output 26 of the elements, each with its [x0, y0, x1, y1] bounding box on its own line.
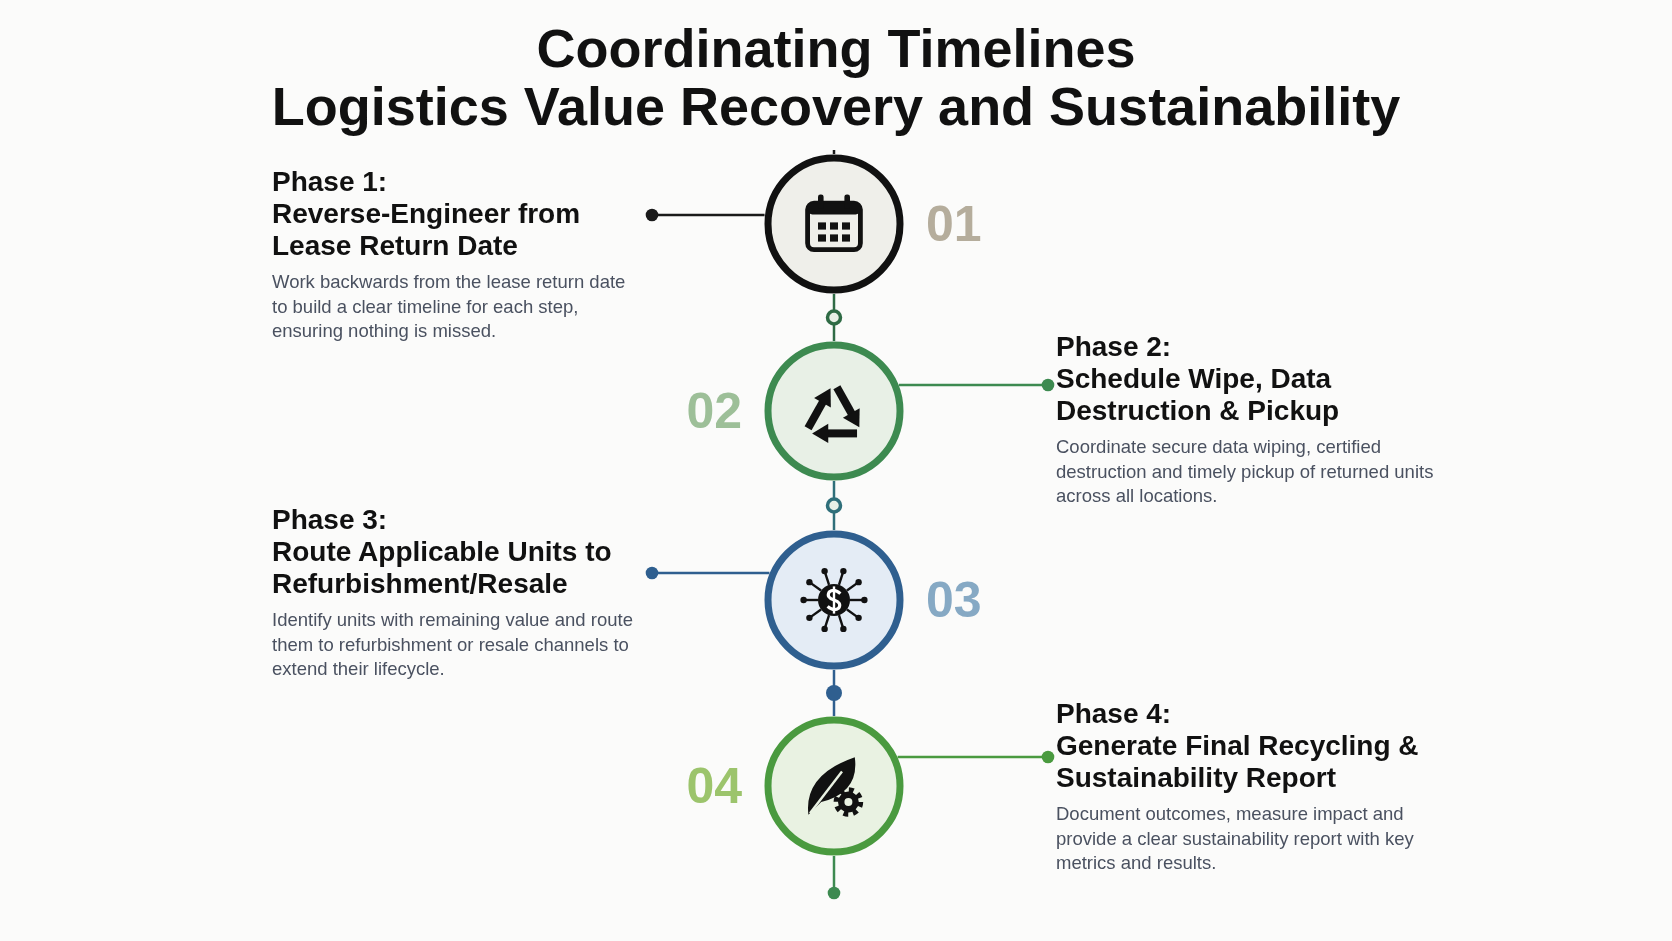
timeline-line: [832, 670, 836, 716]
subtitle: Logistics Value Recovery and Sustainability: [271, 78, 1401, 134]
step-number: 03: [926, 572, 982, 628]
timeline-line: [832, 294, 836, 341]
timeline-line: [827, 856, 841, 900]
leader-line: [897, 750, 1055, 764]
phase-label: Phase 1:: [272, 166, 389, 198]
phase-label: Phase 2:: [1056, 331, 1173, 363]
phase-title: Schedule Wipe, Data Destruction & Pickup: [1056, 363, 1341, 427]
phase-description: Document outcomes, measure impact and provide a clear sustainability report with key metrics and results.: [1056, 802, 1415, 875]
phase-title: Generate Final Recycling & Sustainability Report: [1056, 730, 1420, 794]
phase-label: Phase 3:: [272, 504, 389, 536]
phase-description: Coordinate secure data wiping, certified destruction and timely pickup of returned units across all locations.: [1056, 435, 1435, 508]
leader-line: [645, 208, 765, 222]
timeline-line: [832, 481, 836, 530]
step-number: 01: [926, 196, 982, 252]
leader-line: [645, 566, 770, 580]
step-number: 02: [686, 383, 742, 439]
phase-title: Reverse-Engineer from Lease Return Date: [272, 198, 582, 262]
step-number: 04: [686, 758, 742, 814]
phase-title: Route Applicable Units to Refurbishment/Resale: [272, 536, 613, 600]
phase-label: Phase 4:: [1056, 698, 1173, 730]
leader-line: [899, 378, 1055, 392]
title: Coordinating Timelines: [536, 20, 1136, 76]
phase-description: Work backwards from the lease return date to build a clear timeline for each step, ensuring nothing is missed.: [272, 270, 627, 343]
phase-description: Identify units with remaining value and route them to refurbishment or resale channels to extend their lifecycle.: [272, 608, 634, 681]
